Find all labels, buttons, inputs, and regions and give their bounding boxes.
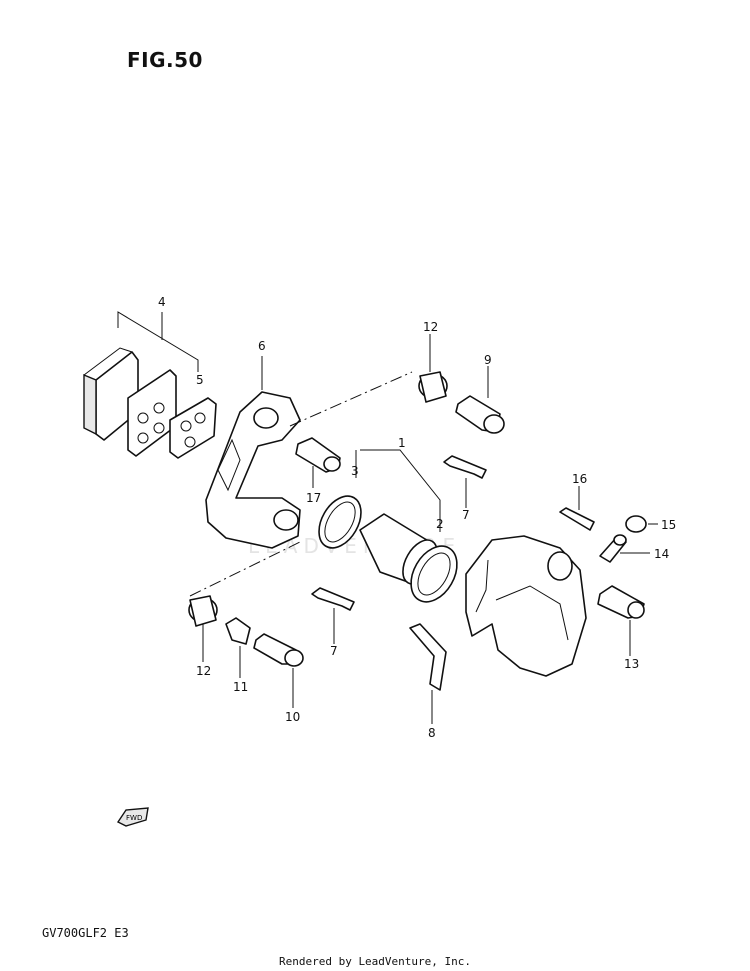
- callout-5: 5: [196, 373, 204, 387]
- callout-6: 6: [258, 339, 266, 353]
- callout-17: 17: [306, 491, 321, 505]
- boot-12-top[interactable]: [418, 371, 448, 403]
- fwd-arrow-icon: FWD: [116, 807, 149, 827]
- clip-7-lower[interactable]: [311, 587, 355, 611]
- callout-12-top: 12: [423, 320, 438, 334]
- sleeve-9[interactable]: [455, 395, 505, 434]
- sleeve-11[interactable]: [225, 617, 251, 645]
- bolt-13[interactable]: [597, 585, 645, 619]
- callout-12-lower: 12: [196, 664, 211, 678]
- bleeder-cap-15[interactable]: [625, 515, 647, 533]
- callout-16: 16: [572, 472, 587, 486]
- render-credit: Rendered by LeadVenture, Inc.: [278, 955, 472, 968]
- caliper-body[interactable]: [465, 535, 587, 677]
- caliper-bracket[interactable]: [205, 391, 301, 549]
- clip-7-top[interactable]: [443, 455, 487, 479]
- pad-spring-16[interactable]: [559, 507, 595, 531]
- fwd-label: FWD: [126, 814, 142, 822]
- bleeder-valve-14[interactable]: [599, 534, 627, 563]
- bolt-10[interactable]: [253, 633, 304, 667]
- callout-2: 2: [436, 517, 444, 531]
- callout-14: 14: [654, 547, 669, 561]
- callout-15: 15: [661, 518, 676, 532]
- callout-3: 3: [351, 464, 359, 478]
- bolt-17[interactable]: [295, 437, 341, 473]
- figure-title: FIG.50: [127, 48, 203, 72]
- piston-seal-3[interactable]: [310, 489, 369, 555]
- pad-shim[interactable]: [169, 397, 217, 459]
- pad-spring-8[interactable]: [409, 623, 447, 691]
- callout-8: 8: [428, 726, 436, 740]
- callout-10: 10: [285, 710, 300, 724]
- callout-13: 13: [624, 657, 639, 671]
- callout-7-top: 7: [462, 508, 470, 522]
- callout-1: 1: [398, 436, 406, 450]
- model-code: GV700GLF2 E3: [42, 926, 129, 940]
- callout-4: 4: [158, 295, 166, 309]
- callout-11: 11: [233, 680, 248, 694]
- boot-12-lower[interactable]: [188, 595, 218, 627]
- dust-seal-2[interactable]: [402, 538, 467, 610]
- callout-9: 9: [484, 353, 492, 367]
- callout-7-lower: 7: [330, 644, 338, 658]
